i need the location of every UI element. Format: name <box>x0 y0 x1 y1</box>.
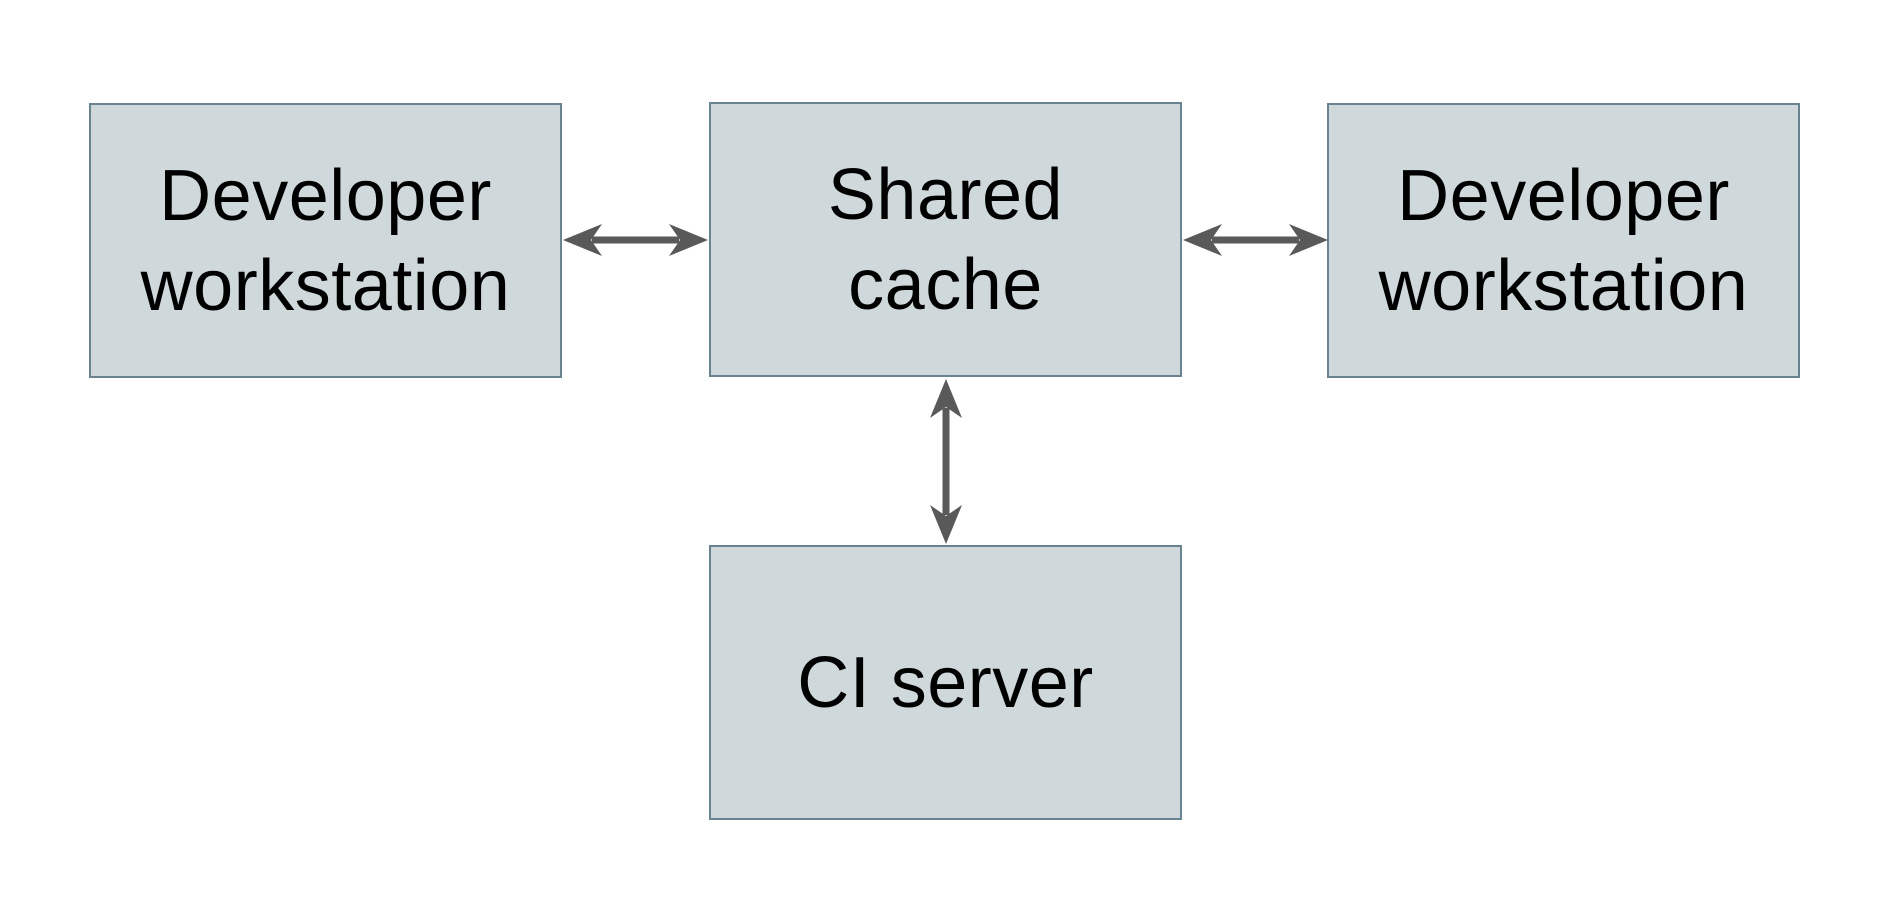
bidirectional-arrow-vertical <box>924 378 968 545</box>
node-developer-workstation-right: Developer workstation <box>1327 103 1800 378</box>
double-arrow-vertical-icon <box>930 379 962 544</box>
node-ci-server: CI server <box>709 545 1182 820</box>
bidirectional-arrow-left <box>562 218 709 262</box>
node-label: CI server <box>797 642 1094 723</box>
double-arrow-horizontal-icon <box>563 224 708 256</box>
double-arrow-horizontal-icon <box>1183 224 1328 256</box>
node-label: Developer workstation <box>1378 155 1749 326</box>
node-label: Developer workstation <box>140 155 511 326</box>
node-label: Shared cache <box>827 154 1064 325</box>
node-developer-workstation-left: Developer workstation <box>89 103 562 378</box>
bidirectional-arrow-right <box>1182 218 1329 262</box>
node-shared-cache: Shared cache <box>709 102 1182 377</box>
